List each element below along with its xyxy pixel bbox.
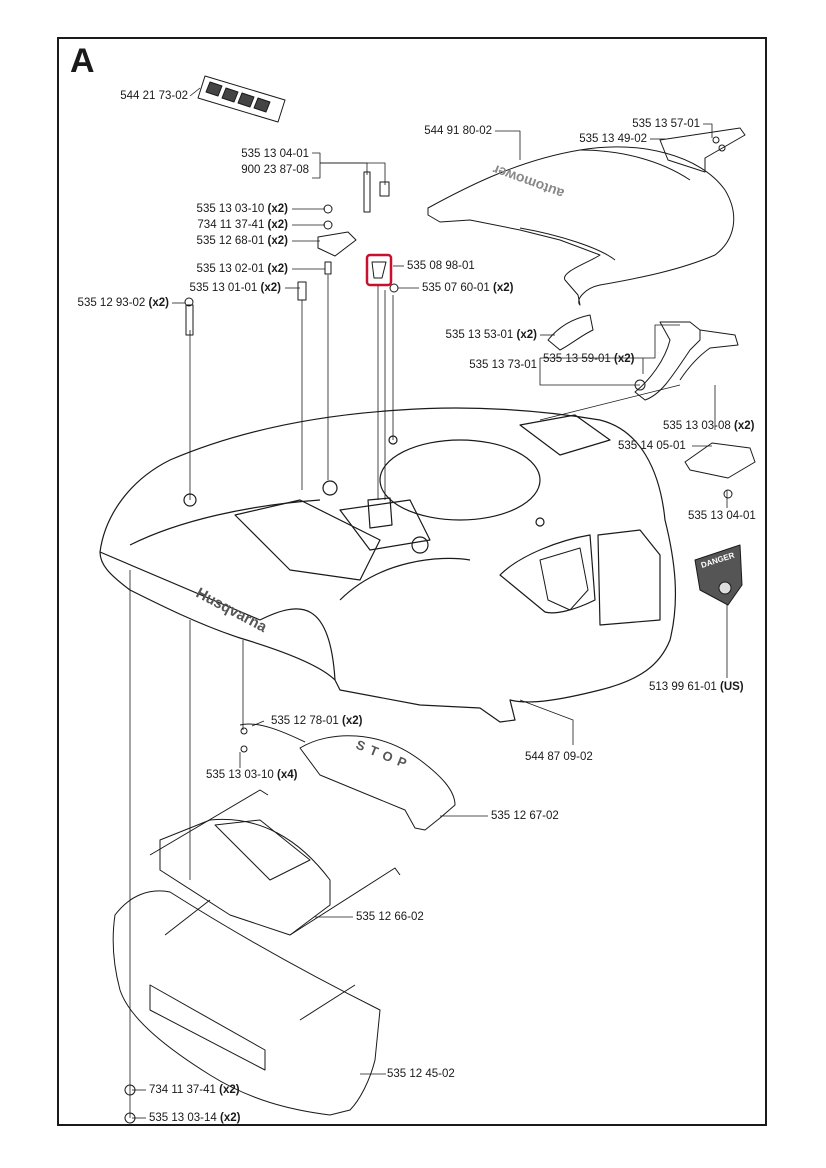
stop-cover bbox=[239, 723, 456, 831]
part-label-p15: 535 13 53-01 (x2) bbox=[445, 329, 537, 341]
front-bumper bbox=[112, 890, 381, 1116]
logo-sticker bbox=[197, 75, 286, 123]
part-label-p19: 535 14 05-01 bbox=[618, 440, 686, 452]
part-label-p23: 535 12 78-01 (x2) bbox=[271, 715, 363, 727]
hinge-bracket bbox=[659, 127, 746, 173]
part-label-p26: 535 12 66-02 bbox=[356, 911, 424, 923]
part-label-p27: 535 12 45-02 bbox=[387, 1068, 455, 1080]
diagram-frame bbox=[57, 37, 767, 1126]
screws bbox=[124, 171, 399, 1124]
sensor-plate bbox=[684, 442, 756, 479]
part-label-p1: 544 21 73-02 bbox=[120, 90, 188, 102]
part-label-p24: 535 13 03-10 (x4) bbox=[206, 769, 298, 781]
part-label-p2: 544 91 80-02 bbox=[424, 125, 492, 137]
part-label-p4: 535 13 49-02 bbox=[579, 133, 647, 145]
lid-model-text: automower bbox=[490, 161, 566, 202]
display-cover bbox=[149, 789, 401, 936]
part-label-p12: 535 13 01-01 (x2) bbox=[189, 282, 281, 294]
part-label-p8: 734 11 37-41 (x2) bbox=[197, 219, 288, 231]
section-letter: A bbox=[70, 42, 95, 80]
part-label-p18: 535 13 03-08 (x2) bbox=[663, 420, 755, 432]
part-label-p11: 535 13 02-01 (x2) bbox=[196, 263, 288, 275]
stop-text: STOP bbox=[354, 737, 414, 773]
part-label-p21: 513 99 61-01 (US) bbox=[649, 681, 744, 693]
part-label-p16: 535 13 59-01 (x2) bbox=[543, 353, 635, 365]
top-lid bbox=[427, 146, 735, 306]
leader-lines bbox=[129, 87, 728, 1119]
part-label-p3: 535 13 57-01 bbox=[632, 118, 700, 130]
main-body bbox=[99, 407, 677, 723]
part-label-p7: 535 13 03-10 (x2) bbox=[196, 203, 288, 215]
part-label-p10: 535 08 98-01 bbox=[407, 260, 475, 272]
body-danger-label bbox=[539, 547, 589, 611]
highlighted-part bbox=[365, 253, 393, 287]
part-label-p9: 535 12 68-01 (x2) bbox=[196, 235, 288, 247]
part-label-p13: 535 07 60-01 (x2) bbox=[422, 282, 514, 294]
part-label-p5: 535 13 04-01 bbox=[241, 148, 309, 160]
part-label-p28: 734 11 37-41 (x2) bbox=[149, 1084, 240, 1096]
brand-text: Husqvarna bbox=[193, 585, 270, 637]
part-label-p20: 535 13 04-01 bbox=[688, 510, 756, 522]
part-label-p22: 544 87 09-02 bbox=[525, 751, 593, 763]
mount-brackets bbox=[634, 321, 739, 401]
part-label-p14: 535 12 93-02 (x2) bbox=[77, 297, 169, 309]
part-label-p25: 535 12 67-02 bbox=[491, 810, 559, 822]
part-label-p29: 535 13 03-14 (x2) bbox=[149, 1112, 241, 1124]
lid-hinge bbox=[547, 314, 594, 351]
part-label-p17: 535 13 73-01 bbox=[469, 359, 537, 371]
part-label-p6: 900 23 87-08 bbox=[241, 164, 309, 176]
danger-sticker bbox=[694, 544, 743, 606]
